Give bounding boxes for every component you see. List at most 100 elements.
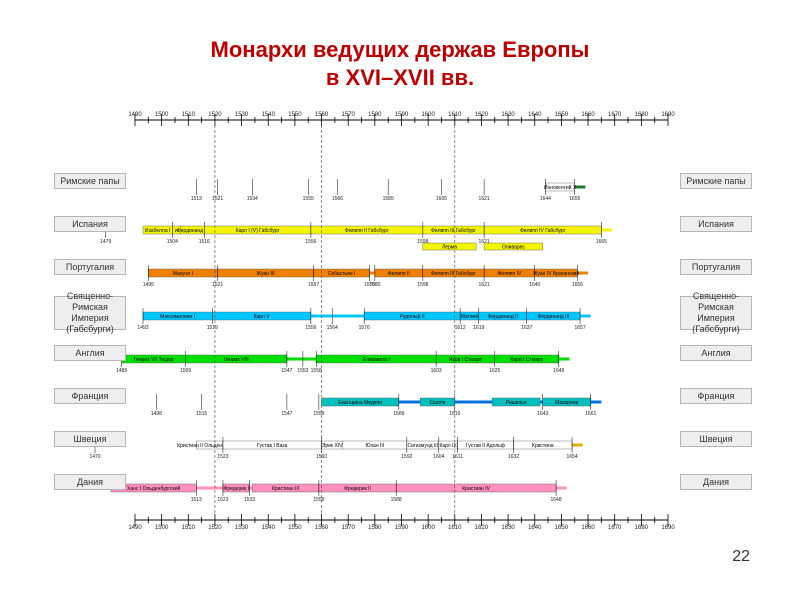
reign-year: 1547 — [281, 411, 292, 417]
reign-year: 1555 — [303, 196, 314, 202]
left-label-5: Франция — [54, 388, 126, 404]
left-label-7: Дания — [54, 474, 126, 490]
reign-label: Кристиан III — [272, 486, 299, 492]
axis-label: 1530 — [235, 112, 249, 118]
left-label-1: Испания — [54, 216, 126, 232]
reign-year: 1612 — [455, 325, 466, 331]
axis-label: 1630 — [501, 525, 515, 531]
right-label-4: Англия — [680, 345, 752, 361]
reign-label: Филипп IV — [498, 271, 522, 277]
reign-year: 1610 — [449, 411, 460, 417]
reign-year: 1619 — [473, 325, 484, 331]
axis-label: 1580 — [368, 112, 382, 118]
reign-label: Сюлли — [430, 400, 446, 406]
right-label-7: Дания — [680, 474, 752, 490]
reign-label: Карл I Стюарт — [510, 357, 543, 363]
reign-year: 1588 — [391, 497, 402, 503]
reign-year: 1513 — [191, 196, 202, 202]
reign-year: 1637 — [521, 325, 532, 331]
reign-year: 1521 — [212, 196, 223, 202]
reign-year: 1553 — [297, 368, 308, 374]
reign-label: Густав II Адольф — [466, 443, 505, 449]
right-label-3: Священно-Римская Империя (Габсбурги) — [680, 291, 752, 334]
axis-label: 1630 — [501, 112, 515, 118]
reign-year: 1558 — [311, 368, 322, 374]
reign-label: Карл I (V) Габсбург — [236, 228, 280, 234]
reign-year: 1533 — [244, 497, 255, 503]
reign-label: Жуан IV Браганский — [533, 270, 580, 277]
axis-label: 1650 — [555, 112, 569, 118]
reign-year: 1485 — [116, 368, 127, 374]
reign-label: Карл V — [254, 314, 271, 320]
axis-label: 1550 — [288, 525, 302, 531]
reign-year: 1566 — [332, 196, 343, 202]
page-title: Монархи ведущих держав Европы в XVI–XVII… — [120, 36, 680, 92]
reign-label: Фердинанд III — [538, 314, 570, 320]
reign-year: 1523 — [217, 497, 228, 503]
minister-label: Оливарес — [502, 245, 525, 251]
axis-label: 1670 — [608, 525, 622, 531]
reign-year: 1611 — [452, 454, 463, 460]
reign-label: Матвей — [461, 313, 479, 320]
reign-year: 1498 — [151, 411, 162, 417]
right-label-5: Франция — [680, 388, 752, 404]
reign-year: 1523 — [217, 454, 228, 460]
reign-year: 1519 — [207, 325, 218, 331]
reign-year: 1598 — [417, 239, 428, 245]
axis-label: 1580 — [368, 525, 382, 531]
reign-label: Филипп III Габсбург — [431, 228, 476, 234]
reign-year: 1556 — [305, 325, 316, 331]
axis-label: 1690 — [661, 112, 675, 118]
axis-label: 1520 — [208, 112, 222, 118]
reign-label: Филипп II — [388, 271, 410, 277]
reign-label: и — [175, 228, 178, 234]
reign-year: 1470 — [89, 454, 100, 460]
reign-year: 1534 — [247, 196, 258, 202]
axis-label: 1540 — [262, 112, 276, 118]
reign-year: 1589 — [393, 411, 404, 417]
reign-year: 1605 — [436, 196, 447, 202]
title-line-2: в XVI–XVII вв. — [325, 65, 475, 90]
reign-year: 1625 — [489, 368, 500, 374]
reign-year: 1657 — [574, 325, 585, 331]
reign-year: 1495 — [143, 282, 154, 288]
reign-label: Изабелла I — [145, 228, 170, 234]
axis-label: 1680 — [635, 112, 649, 118]
reign-year: 1592 — [401, 454, 412, 460]
reign-year: 1640 — [529, 282, 540, 288]
reign-year: 1654 — [566, 454, 577, 460]
reign-label: Мазарини — [555, 400, 578, 406]
left-label-0: Римские папы — [54, 173, 126, 189]
axis-label: 1500 — [155, 525, 169, 531]
reign-year: 1656 — [572, 282, 583, 288]
axis-label: 1600 — [421, 112, 435, 118]
reign-label: Фредерик II — [344, 486, 371, 492]
reign-year: 1580 — [369, 282, 380, 288]
reign-year: 1585 — [383, 196, 394, 202]
reign-year: 1621 — [479, 196, 490, 202]
axis-label: 1530 — [235, 525, 249, 531]
right-label-0: Римские папы — [680, 173, 752, 189]
reign-year: 1661 — [585, 411, 596, 417]
reign-label: Сигизмунд III — [408, 443, 439, 449]
axis-label: 1510 — [182, 112, 196, 118]
reign-year: 1603 — [431, 368, 442, 374]
reign-year: 1516 — [199, 239, 210, 245]
reign-year: 1556 — [305, 239, 316, 245]
reign-year: 1665 — [596, 239, 607, 245]
left-label-3: Священно-Римская Империя (Габсбурги) — [54, 291, 126, 334]
axis-label: 1610 — [448, 525, 462, 531]
reign-year: 1632 — [508, 454, 519, 460]
axis-label: 1570 — [342, 112, 356, 118]
reign-year: 1557 — [308, 282, 319, 288]
reign-label: Густав I Ваза — [257, 443, 288, 449]
axis-label: 1610 — [448, 112, 462, 118]
minister-segment — [422, 242, 477, 251]
axis-label: 1650 — [555, 525, 569, 531]
reign-year: 1621 — [479, 239, 490, 245]
axis-label: 1590 — [395, 112, 409, 118]
reign-year: 1504 — [167, 239, 178, 245]
right-label-1: Испания — [680, 216, 752, 232]
reign-year: 1564 — [327, 325, 338, 331]
